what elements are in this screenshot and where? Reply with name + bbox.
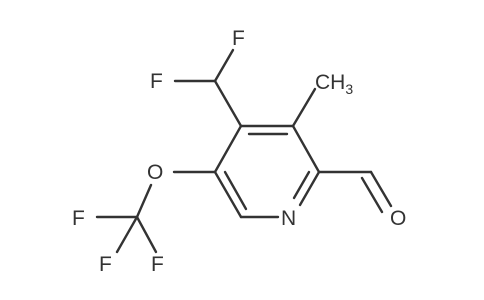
- bond-c3-c2: [291, 124, 321, 174]
- bond-c2-n-inner: [292, 170, 311, 200]
- ch3-text: CH: [315, 71, 345, 94]
- atom-labels: F F CH3 O N O F F F: [72, 27, 406, 276]
- bond-c4-chf2: [213, 79, 243, 128]
- bond-cho-o-b: [360, 176, 384, 214]
- atom-f-left: F: [150, 70, 163, 93]
- atom-f-cf3-bottom: F: [99, 253, 112, 276]
- bond-c6-c5: [213, 170, 243, 219]
- atom-f-top: F: [232, 27, 245, 50]
- atom-f-cf3-left: F: [72, 207, 85, 230]
- bond-c6-c5-inner: [223, 170, 248, 211]
- bond-c5-c4: [213, 124, 243, 174]
- pyridine-ring: [213, 124, 321, 219]
- bond-c3-ch3: [291, 87, 317, 128]
- atom-o-aldehyde: O: [390, 207, 406, 230]
- atom-ch3: CH3: [315, 71, 353, 97]
- bond-cf3-f-bottom: [115, 215, 139, 254]
- bond-chf2-f-top: [213, 48, 235, 83]
- bond-cho-o-a: [369, 170, 393, 208]
- atom-o-ether: O: [147, 161, 163, 184]
- substituent-bonds: [95, 48, 393, 254]
- bond-c2-n: [298, 170, 321, 207]
- ch3-subscript: 3: [345, 81, 353, 97]
- bond-cf3-f-right: [135, 215, 158, 254]
- atom-n-ring: N: [281, 207, 296, 230]
- bond-o-cf3: [135, 183, 153, 219]
- atom-f-cf3-right: F: [151, 253, 164, 276]
